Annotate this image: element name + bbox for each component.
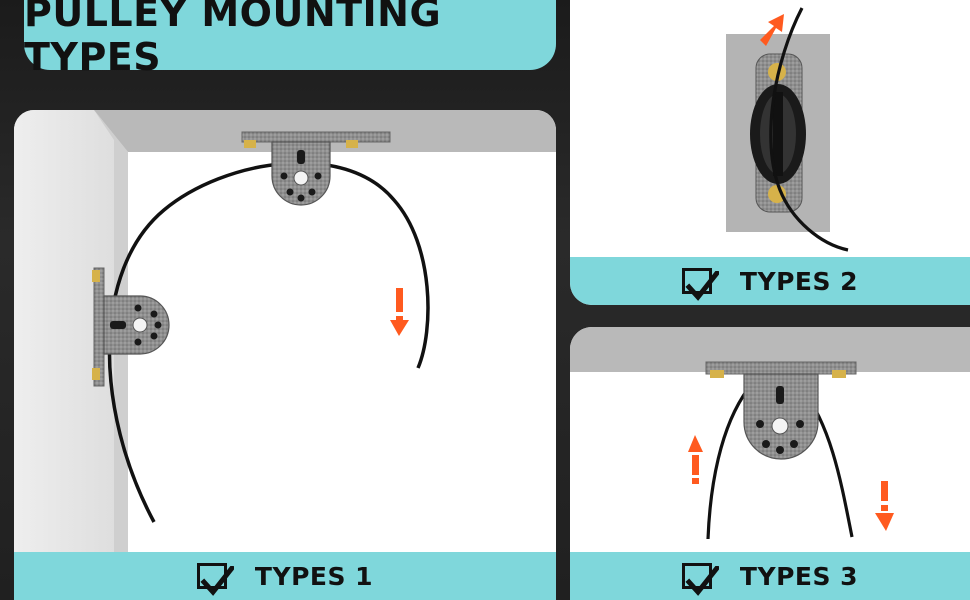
types-2-illustration [726,7,849,252]
panel-types-3: TYPES 3 [570,327,970,600]
caption-types-2: TYPES 2 [739,266,859,296]
types-1-illustration [14,110,556,600]
checkbox-icon [681,268,719,301]
caption-bar-types-1: TYPES 1 [14,552,556,600]
cable [107,161,430,523]
pulley-icon [705,361,857,460]
up-arrow-icon [688,435,703,484]
caption-bar-types-3: TYPES 3 [570,552,970,600]
left-wall [14,110,128,600]
pulley-icon [241,131,391,206]
page-title: PULLEY MOUNTING TYPES [24,0,442,79]
down-arrow-icon [875,481,894,531]
types-3-illustration [570,327,970,552]
caption-types-1: TYPES 1 [254,561,374,591]
checkbox-icon [196,563,234,596]
caption-types-3: TYPES 3 [739,561,859,591]
pulley-icon [92,267,170,387]
cable [769,7,849,252]
title-banner: PULLEY MOUNTING TYPES [24,0,556,79]
panel-types-2: TYPES 2 [570,0,970,305]
panel-types-1: TYPES 1 [14,110,556,600]
up-arrow-icon [760,14,784,46]
down-arrow-icon [390,288,409,336]
caption-bar-types-2: TYPES 2 [570,257,970,305]
checkbox-icon [681,563,719,596]
cable [706,388,750,540]
pulley-icon [750,53,806,213]
